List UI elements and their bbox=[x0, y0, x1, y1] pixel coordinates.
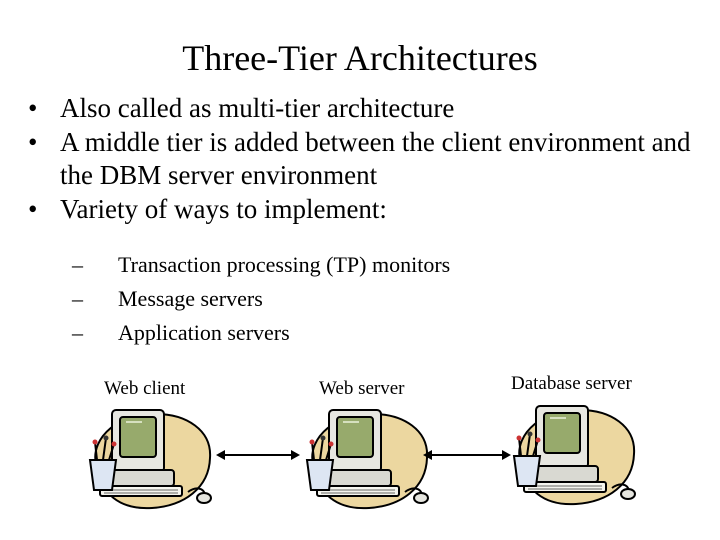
bullet-item: • Variety of ways to implement: bbox=[28, 193, 708, 226]
sub-bullet-text: Application servers bbox=[118, 320, 290, 345]
sub-bullet-list: – Transaction processing (TP) monitors –… bbox=[72, 248, 672, 350]
node-label-web-server: Web server bbox=[319, 378, 405, 399]
sub-bullet-item: – Message servers bbox=[72, 282, 672, 316]
computer-clipart-icon bbox=[305, 409, 429, 510]
bullet-text: Also called as multi-tier architecture bbox=[60, 93, 455, 123]
computer-clipart-icon bbox=[88, 409, 212, 510]
bullet-list: • Also called as multi-tier architecture… bbox=[28, 92, 708, 227]
bullet-text: A middle tier is added between the clien… bbox=[60, 127, 691, 190]
sub-bullet-text: Transaction processing (TP) monitors bbox=[118, 252, 451, 277]
sub-bullet-dash: – bbox=[72, 286, 83, 311]
double-arrow-connector bbox=[216, 450, 300, 460]
bullet-item: • Also called as multi-tier architecture bbox=[28, 92, 708, 125]
bullet-item: • A middle tier is added between the cli… bbox=[28, 126, 708, 192]
bullet-dot: • bbox=[28, 93, 38, 123]
computer-clipart-icon bbox=[305, 409, 429, 510]
bullet-dot: • bbox=[28, 194, 38, 224]
double-arrow-connector bbox=[423, 450, 511, 460]
sub-bullet-item: – Application servers bbox=[72, 316, 672, 350]
computer-clipart-icon bbox=[512, 405, 636, 506]
node-label-database-server: Database server bbox=[511, 373, 632, 394]
sub-bullet-text: Message servers bbox=[118, 286, 263, 311]
sub-bullet-dash: – bbox=[72, 252, 83, 277]
node-label-web-client: Web client bbox=[104, 378, 186, 399]
bullet-dot: • bbox=[28, 127, 38, 157]
sub-bullet-item: – Transaction processing (TP) monitors bbox=[72, 248, 672, 282]
sub-bullet-dash: – bbox=[72, 320, 83, 345]
computer-clipart-icon bbox=[512, 405, 636, 506]
slide-title: Three-Tier Architectures bbox=[182, 38, 538, 78]
computer-clipart-icon bbox=[88, 409, 212, 510]
bullet-text: Variety of ways to implement: bbox=[60, 194, 387, 224]
